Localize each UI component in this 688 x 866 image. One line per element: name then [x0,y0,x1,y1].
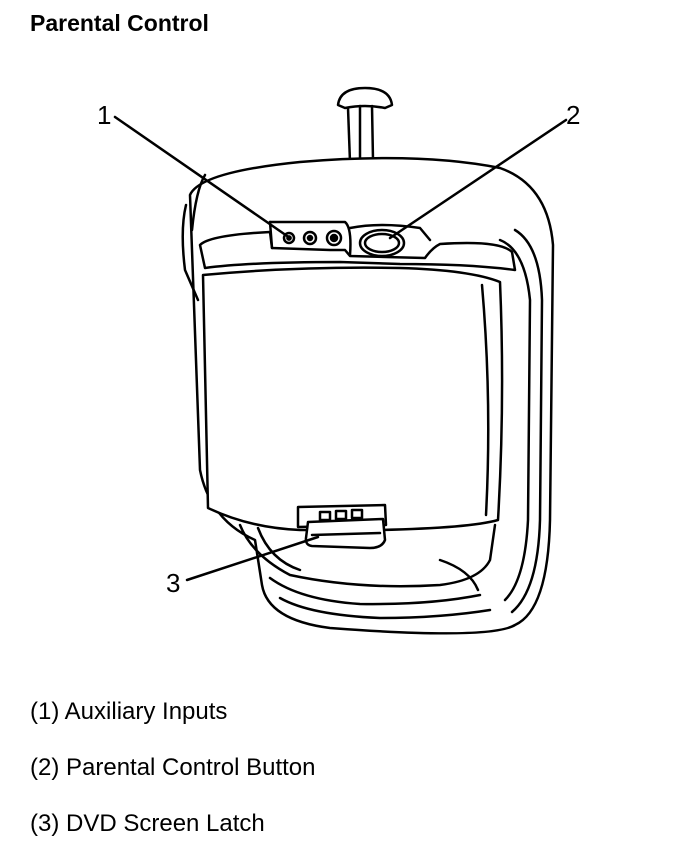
parental-control-button [358,228,406,258]
legend-item-parental-control-button: (2) Parental Control Button [30,754,316,781]
callout-number-1: 1 [97,100,111,130]
mounting-post [336,86,394,164]
dvd-screen-panel [201,266,504,532]
page-title: Parental Control [30,10,209,36]
dvd-screen-latch [296,503,388,550]
legend-item-dvd-screen-latch: (3) DVD Screen Latch [30,810,265,837]
callout-number-2: 2 [566,100,580,130]
callout-leader-3 [185,535,320,582]
callout-leader-1 [113,115,292,240]
callout-number-3: 3 [166,568,180,598]
legend-item-auxiliary-inputs: (1) Auxiliary Inputs [30,698,228,725]
legend-list: (1) Auxiliary Inputs (2) Parental Contro… [30,698,315,866]
callout-leader-2 [388,118,568,240]
